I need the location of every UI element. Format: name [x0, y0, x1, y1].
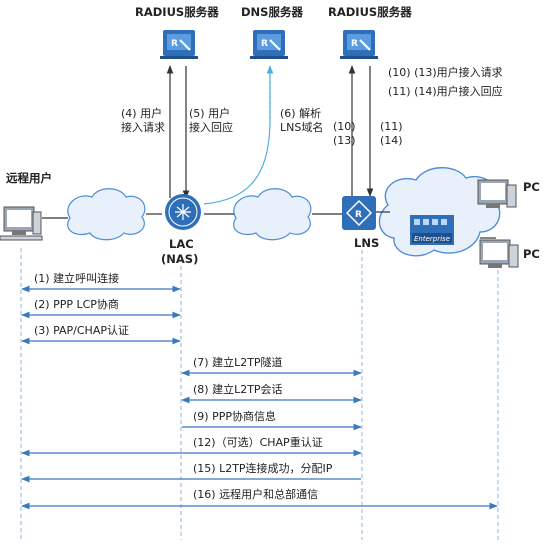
svg-text:R: R: [355, 210, 362, 220]
annotation-10-13: (10) (13): [333, 120, 356, 147]
dns-label: DNS服务器: [241, 5, 303, 19]
svg-text:R: R: [171, 39, 178, 49]
lns-router-icon: R: [342, 196, 376, 230]
message-15: (15) L2TP连接成功，分配IP: [193, 462, 333, 475]
annotation-6: (6) 解析LNS域名: [280, 107, 324, 134]
hq-pc-bottom-icon: [479, 239, 519, 268]
dial-network-label: 拨号网络: [85, 210, 131, 224]
radius-left-server-icon: R: [160, 30, 198, 59]
internet-label: Internet: [250, 210, 303, 224]
annotation-4: (4) 用户接入请求: [121, 107, 165, 134]
svg-text:R: R: [351, 39, 358, 49]
annotation-11-14: (11) (14): [380, 120, 403, 147]
pc-top-label: PC: [523, 180, 540, 194]
radius-right-label: RADIUS服务器: [328, 5, 412, 19]
remote-user-pc-icon: [0, 206, 43, 241]
radius-left-label: RADIUS服务器: [135, 5, 219, 19]
message-16: (16) 远程用户和总部通信: [193, 488, 319, 501]
hq-label: 企业总部: [420, 195, 471, 210]
remote-user-label: 远程用户: [6, 171, 52, 185]
pc-bottom-label: PC: [523, 247, 540, 261]
hq-pc-top-icon: [477, 179, 517, 208]
lac-router-icon: [165, 194, 201, 230]
enterprise-building-icon: Enterprise: [410, 215, 454, 245]
message-2: (2) PPP LCP协商: [34, 298, 119, 311]
hq-cloud: [378, 167, 501, 257]
radius-right-server-icon: R: [340, 30, 378, 59]
enterprise-badge-text: Enterprise: [414, 235, 450, 243]
annotation-11-14-desc: (11) (14)用户接入回应: [388, 85, 503, 98]
message-12: (12)（可选）CHAP重认证: [193, 436, 323, 449]
lns-label: LNS: [354, 236, 380, 250]
nas-label: (NAS): [161, 252, 199, 266]
dns-server-icon: R: [250, 30, 288, 59]
message-7: (7) 建立L2TP隧道: [193, 356, 283, 369]
message-9: (9) PPP协商信息: [193, 410, 276, 423]
lac-label: LAC: [169, 237, 194, 251]
svg-text:R: R: [261, 39, 268, 49]
message-1: (1) 建立呼叫连接: [34, 272, 120, 285]
annotation-10-13-desc: (10) (13)用户接入请求: [388, 66, 503, 79]
message-8: (8) 建立L2TP会话: [193, 383, 283, 396]
dns-query-arrow: [203, 65, 274, 205]
annotation-5: (5) 用户接入回应: [189, 107, 233, 134]
message-3: (3) PAP/CHAP认证: [34, 324, 129, 337]
